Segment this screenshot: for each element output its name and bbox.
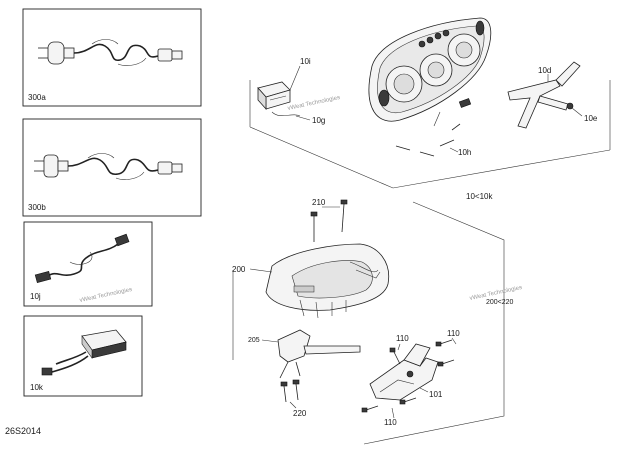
screws-220 [280, 379, 300, 403]
callout-110-bottom: 110 [384, 418, 397, 427]
callout-10h: 10h [458, 148, 471, 157]
bracket-205 [277, 329, 361, 379]
callout-10i: 10i [300, 57, 311, 66]
screw-10e-icon [566, 102, 574, 110]
inset-label: 300a [28, 93, 46, 102]
usb-cable-icon [34, 233, 130, 284]
us-plug-icon [34, 154, 69, 178]
callout-200-220: 200<220 [486, 299, 514, 306]
inset-box-10j: 10j [23, 221, 153, 307]
callout-210: 210 [312, 198, 326, 207]
inset-box-300a: 300a [22, 8, 202, 107]
callout-220: 220 [293, 409, 307, 418]
callout-110-right: 110 [447, 329, 460, 338]
callout-10e: 10e [584, 114, 598, 123]
callout-10g: 10g [312, 116, 325, 125]
callout-101: 101 [429, 390, 443, 399]
screws-10h [395, 111, 461, 157]
bracket-10d [507, 61, 581, 129]
watermark: vWeat Technologies [287, 95, 341, 112]
group-outline-10 [249, 80, 611, 189]
group-outline-200 [232, 201, 505, 445]
inset-label: 300b [28, 203, 46, 212]
screws-110 [361, 339, 455, 413]
inset-box-10k: 10k [23, 315, 143, 397]
housing-200 [265, 243, 390, 319]
connector-icon [157, 48, 183, 62]
connector-icon [157, 161, 183, 175]
inset-label: 10k [30, 383, 44, 392]
diagram-id: 26S2014 [5, 426, 41, 436]
callout-10d: 10d [538, 66, 551, 75]
gauge-cluster [368, 17, 492, 122]
callout-10-10k: 10<10k [466, 192, 493, 201]
switch-module-10i [257, 81, 301, 117]
callout-200: 200 [232, 265, 246, 274]
inset-box-300b: 300b [22, 118, 202, 217]
charger-icon [41, 329, 127, 376]
screws-210 [310, 199, 348, 242]
callout-110-top: 110 [396, 334, 409, 343]
inset-label: 10j [30, 292, 41, 301]
callout-205: 205 [248, 337, 260, 344]
